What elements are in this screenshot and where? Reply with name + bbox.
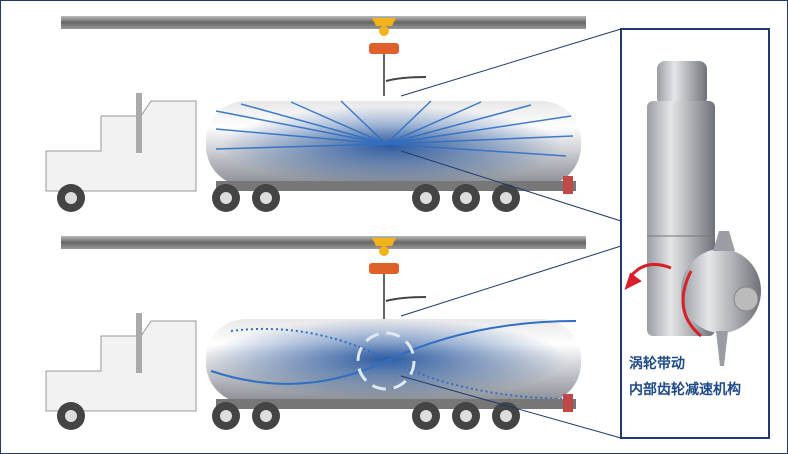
overhead-rail: [61, 236, 586, 249]
rotary-nozzle-image: [647, 61, 761, 366]
callout-lines: [400, 28, 622, 439]
nozzle-detail-panel: [620, 28, 770, 439]
trolley-icon: [369, 238, 427, 319]
tanker-truck: [45, 93, 581, 212]
caption-turbine-driven: 涡轮带动: [629, 356, 685, 372]
spray-jets: [215, 100, 574, 157]
overhead-rail: [61, 16, 586, 29]
caption-internal-gear-reduction: 内部齿轮减速机构: [629, 382, 741, 398]
rotation-arrow-icon: [624, 262, 702, 338]
trolley-icon: [369, 18, 427, 96]
scene-bottom-rotary-spray: [45, 236, 586, 430]
scene-top-jet-spray: [45, 16, 586, 212]
rotation-ring: [356, 331, 416, 391]
tanker-truck: [45, 313, 581, 430]
